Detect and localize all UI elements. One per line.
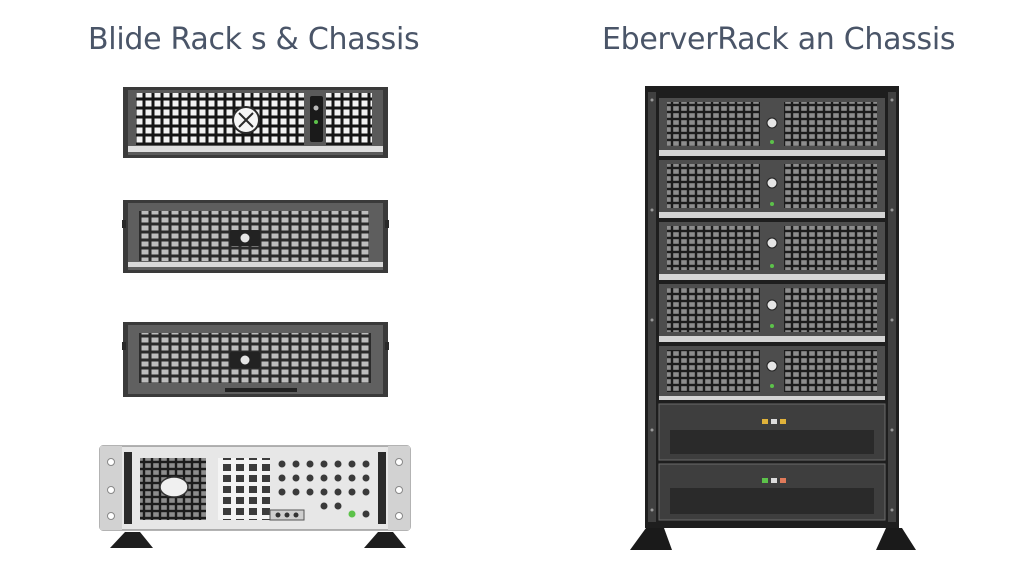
- vent-grille: [136, 93, 304, 145]
- status-led-icon: [348, 510, 356, 518]
- port-array: [218, 458, 270, 520]
- power-button-icon: [313, 105, 319, 111]
- rack-rail-right: [888, 92, 896, 522]
- logo-emblem-icon: [159, 476, 189, 498]
- rack-server-2: [659, 160, 885, 218]
- right-panel-title: EberverRack an Chassis: [602, 22, 956, 57]
- chassis-unit-2: [122, 200, 389, 273]
- rack-server-1: [659, 98, 885, 156]
- rack-foot-left: [110, 532, 153, 548]
- rack-server-5: [659, 346, 885, 400]
- rack-foot-right: [364, 532, 406, 548]
- status-led-icon: [314, 120, 318, 124]
- chassis-unit-3: [122, 322, 389, 397]
- control-panel: [310, 96, 323, 142]
- chassis-unit-4: [99, 445, 411, 548]
- left-panel-title: Blide Rack s & Chassis: [88, 22, 420, 57]
- rack-storage-1: [658, 403, 886, 461]
- rack-foot-left: [630, 528, 672, 550]
- rack-server-4: [659, 284, 885, 342]
- vent-grille: [326, 93, 372, 145]
- chassis-unit-1: [123, 87, 388, 158]
- rack-storage-2: [658, 463, 886, 521]
- rack-foot-right: [876, 528, 916, 550]
- server-rack: [630, 86, 916, 550]
- rack-server-3: [659, 222, 885, 280]
- rack-rail-left: [648, 92, 656, 522]
- port-grid: [278, 460, 370, 510]
